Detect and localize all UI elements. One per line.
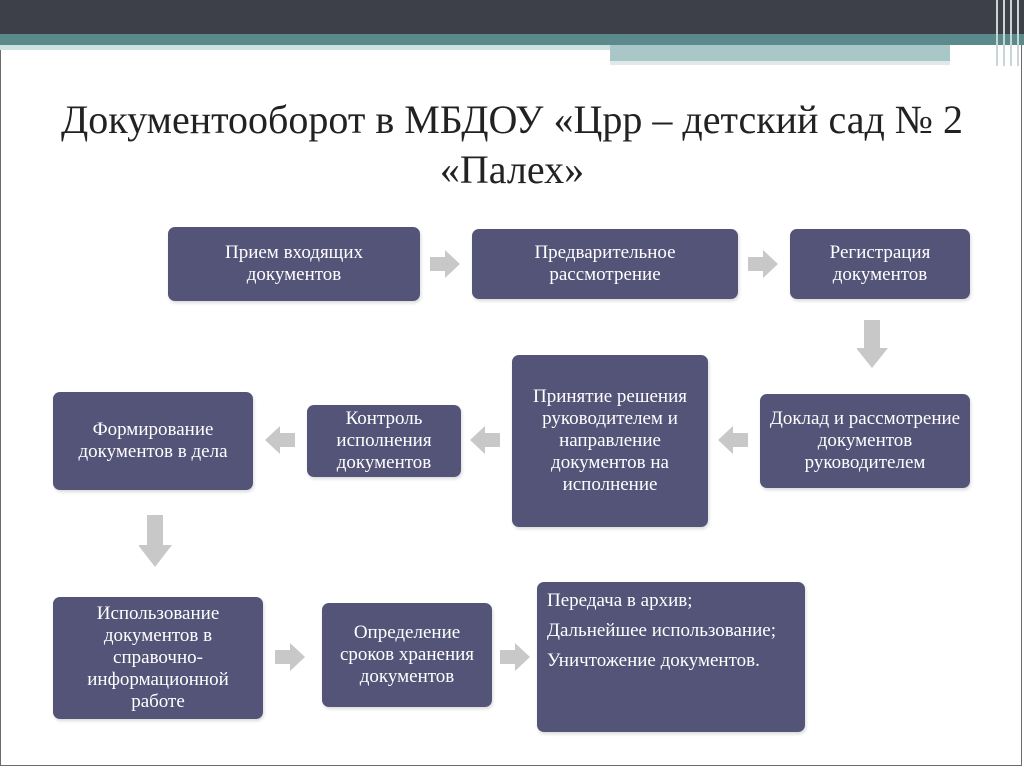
box-decision-label: Принятие решения руководителем и направл… bbox=[532, 386, 688, 495]
arrow-right-icon bbox=[748, 250, 778, 278]
box-registration-label: Регистрация документов bbox=[829, 242, 931, 285]
final-item-archive: Передача в архив; bbox=[547, 590, 693, 611]
box-decision: Принятие решения руководителем и направл… bbox=[512, 355, 708, 527]
box-formation: Формирование документов в дела bbox=[53, 392, 253, 490]
box-preliminary: Предварительное рассмотрение bbox=[472, 229, 738, 299]
header-band-right bbox=[610, 45, 950, 61]
arrow-right-icon bbox=[500, 643, 530, 671]
header-band-teal bbox=[0, 34, 1024, 45]
arrow-down-icon bbox=[857, 320, 888, 368]
box-terms-label: Определение сроков хранения документов bbox=[339, 622, 475, 687]
header-stripe bbox=[996, 0, 998, 66]
box-report: Доклад и рассмотрение документов руковод… bbox=[760, 394, 970, 488]
arrow-left-icon bbox=[470, 426, 500, 454]
box-control-label: Контроль исполнения документов bbox=[336, 408, 432, 473]
box-usage-label: Использование документов в справочно-инф… bbox=[87, 603, 229, 712]
box-final: Передача в архив; Дальнейшее использован… bbox=[537, 582, 805, 732]
header-band-line bbox=[610, 61, 950, 65]
box-report-label: Доклад и рассмотрение документов руковод… bbox=[769, 408, 961, 473]
arrow-right-icon bbox=[430, 250, 460, 278]
arrow-right-icon bbox=[275, 643, 305, 671]
header-band-light bbox=[0, 45, 610, 50]
box-incoming-label: Прием входящих документов bbox=[224, 242, 363, 285]
box-formation-label: Формирование документов в дела bbox=[78, 419, 228, 462]
arrow-down-icon bbox=[139, 515, 172, 567]
arrow-left-icon bbox=[718, 426, 748, 454]
final-item-destroy: Уничтожение документов. bbox=[547, 650, 760, 671]
box-terms: Определение сроков хранения документов bbox=[322, 603, 492, 707]
slide-title: Документооборот в МБДОУ «Црр – детский с… bbox=[61, 97, 963, 192]
final-item-further-use: Дальнейшее использование; bbox=[547, 620, 776, 641]
box-control: Контроль исполнения документов bbox=[307, 405, 461, 477]
header-stripe bbox=[1010, 0, 1012, 66]
box-usage: Использование документов в справочно-инф… bbox=[53, 597, 263, 719]
header-band-dark bbox=[0, 0, 1024, 34]
box-registration: Регистрация документов bbox=[790, 229, 970, 299]
arrow-left-icon bbox=[265, 426, 295, 454]
header-stripe bbox=[1017, 0, 1019, 66]
box-preliminary-label: Предварительное рассмотрение bbox=[534, 242, 676, 285]
box-incoming: Прием входящих документов bbox=[168, 227, 420, 301]
header-stripe bbox=[1003, 0, 1005, 66]
